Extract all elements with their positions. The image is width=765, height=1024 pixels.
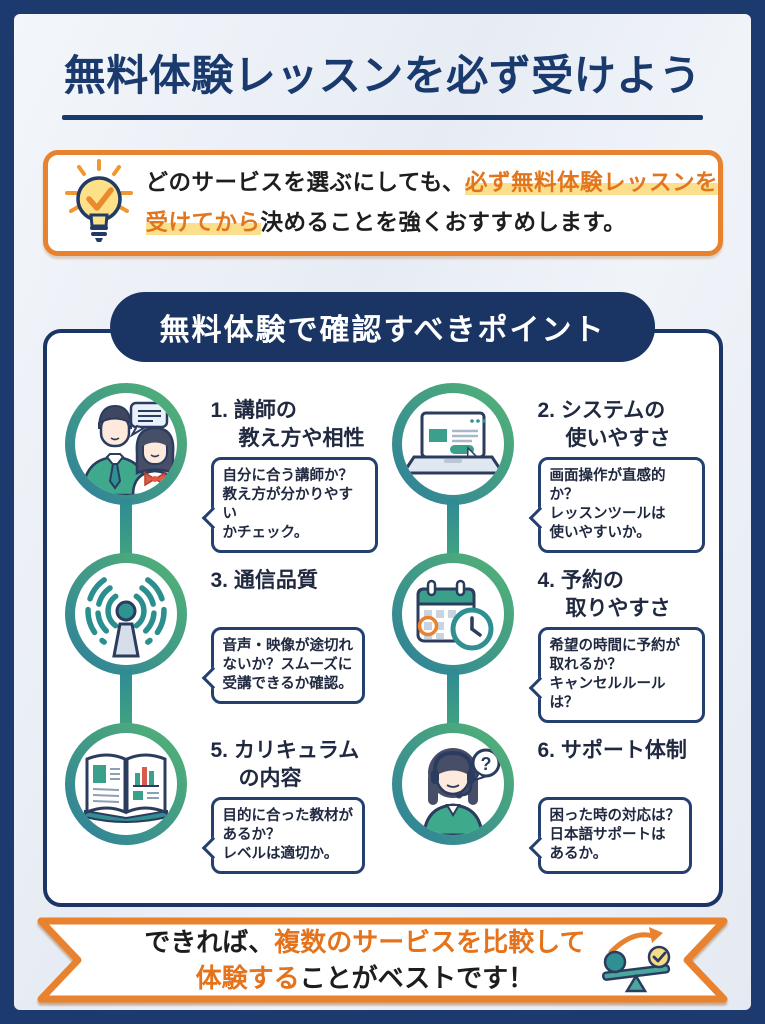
teacher-student-icon <box>64 383 187 505</box>
point-item-6: ? 6. サポート体制 困った時の対応は？ 日本語サポートは あるか。 <box>388 723 705 893</box>
connector-line <box>446 669 459 727</box>
title-underline <box>62 115 703 120</box>
point-bubble: 目的に合った教材が あるか？ レベルは適切か。 <box>210 797 365 874</box>
point-title: 1. 講師の教え方や相性 <box>210 399 365 450</box>
svg-text:?: ? <box>480 754 491 774</box>
point-item-4: 4. 予約の取りやすさ 希望の時間に予約が 取れるか？ キャンセルルールは？ <box>388 553 705 727</box>
point-bubble: 音声・映像が途切れ ないか？スムーズに 受講できるか確認。 <box>210 627 365 704</box>
connector-line <box>119 669 132 727</box>
connector-line <box>119 499 132 557</box>
point-bubble: 困った時の対応は？ 日本語サポートは あるか。 <box>537 797 692 874</box>
ribbon-text: できれば、複数のサービスを比較して 体験することがベストです！ <box>144 927 586 993</box>
point-bubble: 希望の時間に予約が 取れるか？ キャンセルルールは？ <box>537 627 705 723</box>
laptop-system-icon <box>391 383 514 505</box>
points-section: 無料体験で確認すべきポイント <box>42 292 723 907</box>
point-bubble: 自分に合う講師か？ 教え方が分かりやすい かチェック。 <box>210 457 378 553</box>
support-operator-icon: ? <box>391 723 514 845</box>
point-item-2: 2. システムの使いやすさ 画面操作が直感的か？ レッスンツールは 使いやすいか… <box>388 383 705 557</box>
ribbon-shape <box>37 917 728 1003</box>
tip-callout: どのサービスを選ぶにしても、必ず無料体験レッスンを 受けてから決めることを強くお… <box>42 150 723 256</box>
points-heading-pill: 無料体験で確認すべきポイント <box>109 292 656 362</box>
tip-text: どのサービスを選ぶにしても、必ず無料体験レッスンを 受けてから決めることを強くお… <box>145 170 719 235</box>
point-title: 4. 予約の取りやすさ <box>537 569 671 620</box>
point-title: 6. サポート体制 <box>537 739 687 762</box>
point-bubble: 画面操作が直感的か？ レッスンツールは 使いやすいか。 <box>537 457 705 553</box>
points-grid: 1. 講師の教え方や相性 自分に合う講師か？ 教え方が分かりやすい かチェック。 <box>47 333 719 893</box>
textbook-icon <box>64 723 187 845</box>
calendar-clock-icon <box>391 553 514 675</box>
connector-line <box>446 499 459 557</box>
point-title: 5. カリキュラムの内容 <box>210 739 360 790</box>
lightbulb-check-icon <box>62 158 136 249</box>
content-panel: 無料体験レッスンを必ず受けよう <box>14 14 751 1010</box>
signal-antenna-icon <box>64 553 187 675</box>
point-item-3: 3. 通信品質 音声・映像が途切れ ないか？スムーズに 受講できるか確認。 <box>61 553 378 727</box>
point-title: 3. 通信品質 <box>210 569 318 592</box>
point-item-1: 1. 講師の教え方や相性 自分に合う講師か？ 教え方が分かりやすい かチェック。 <box>61 383 378 557</box>
page-title: 無料体験レッスンを必ず受けよう <box>63 52 702 99</box>
balance-scale-icon <box>601 927 671 993</box>
bottom-banner: できれば、複数のサービスを比較して 体験することがベストです！ <box>36 916 729 1004</box>
point-title: 2. システムの使いやすさ <box>537 399 671 450</box>
point-item-5: 5. カリキュラムの内容 目的に合った教材が あるか？ レベルは適切か。 <box>61 723 378 893</box>
